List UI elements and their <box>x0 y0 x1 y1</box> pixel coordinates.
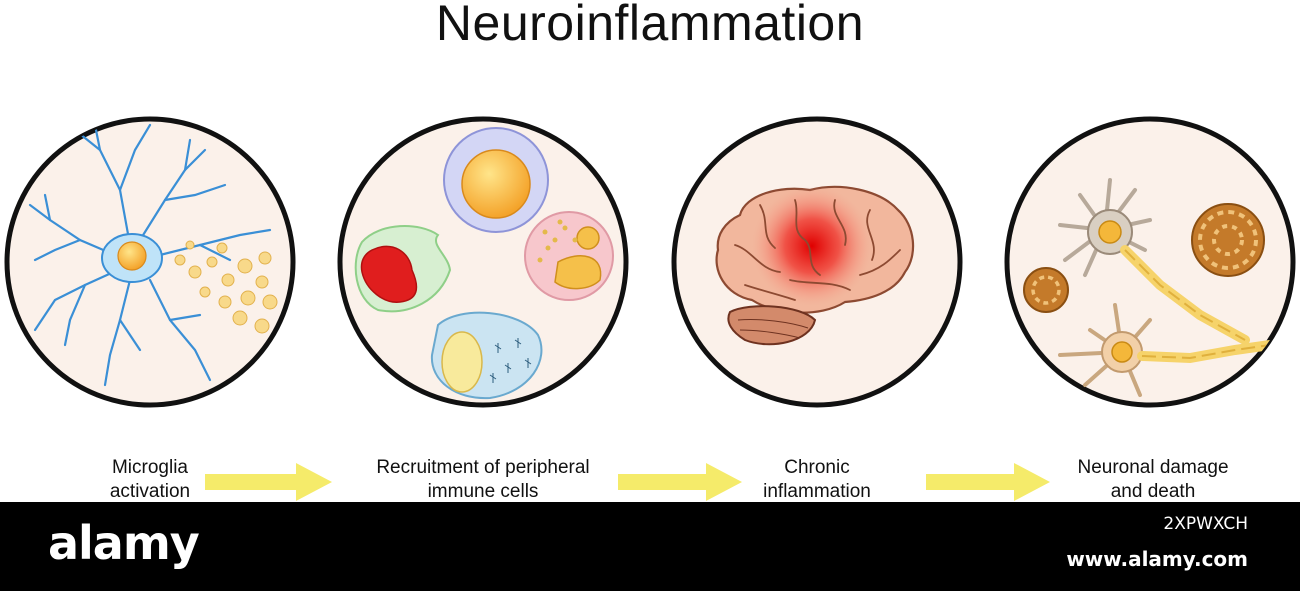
brain-cerebellum <box>727 305 817 346</box>
arrow-2 <box>618 463 742 501</box>
stages-illustration <box>4 116 1296 501</box>
microglia-nucleus <box>117 241 147 271</box>
caption-microglia: Microglia activation <box>60 456 240 504</box>
image-id: 2XPWXCH <box>1163 514 1248 534</box>
caption-chronic-line2: inflammation <box>763 481 871 502</box>
caption-chronic: Chronic inflammation <box>727 456 907 504</box>
alamy-url: www.alamy.com <box>1066 547 1248 571</box>
caption-microglia-line1: Microglia <box>111 457 189 478</box>
brain-circle <box>671 116 963 408</box>
diagram-title: Neuroinflammation <box>435 0 865 51</box>
caption-microglia-line2: activation <box>109 481 191 502</box>
arrow-3 <box>926 463 1050 501</box>
secreted-granules <box>174 240 278 334</box>
alamy-logo: alamy <box>48 516 200 570</box>
immune-cells-circle <box>337 116 629 408</box>
brain-gyri <box>734 199 901 301</box>
neutrophil-granules <box>537 219 578 263</box>
neurons-circle <box>1004 116 1296 408</box>
watermark-footer: alamy 2XPWXCH www.alamy.com <box>0 502 1300 591</box>
caption-neuronal-damage: Neuronal damage and death <box>1058 456 1248 504</box>
caption-recruitment-line2: immune cells <box>427 481 539 502</box>
microglia-circle <box>4 116 296 408</box>
microglia-branches <box>28 123 272 387</box>
arrow-1 <box>205 463 332 501</box>
amyloid-plaque-small <box>1023 267 1069 313</box>
caption-chronic-line1: Chronic <box>784 457 850 478</box>
caption-neuronal-damage-line1: Neuronal damage <box>1077 457 1229 478</box>
inflammation-hotspot <box>752 186 872 306</box>
caption-neuronal-damage-line2: and death <box>1110 481 1196 502</box>
caption-recruitment: Recruitment of peripheral immune cells <box>353 456 613 504</box>
caption-recruitment-line1: Recruitment of peripheral <box>376 457 590 478</box>
amyloid-plaque-large <box>1191 203 1265 277</box>
